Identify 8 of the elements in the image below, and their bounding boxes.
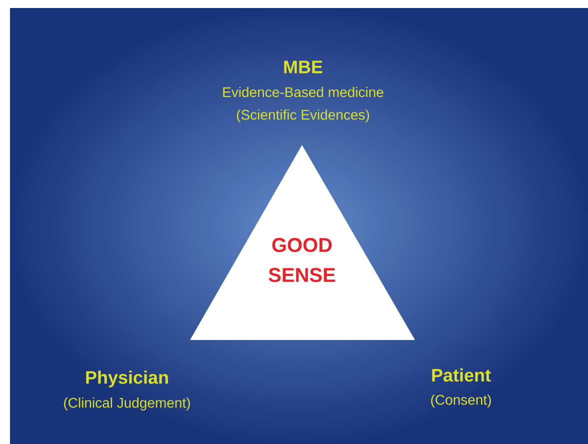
subheading: (Consent) xyxy=(431,394,491,408)
subheading: Evidence-Based medicine xyxy=(223,86,384,98)
triangle: GOOD SENSE xyxy=(190,145,415,340)
subheading: (Scientific Evidences) xyxy=(236,109,370,123)
heading: MBE xyxy=(284,60,322,74)
subheading: (Clinical Judgement) xyxy=(64,397,190,411)
heading: Patient xyxy=(432,368,491,382)
heading: Physician xyxy=(86,370,168,388)
